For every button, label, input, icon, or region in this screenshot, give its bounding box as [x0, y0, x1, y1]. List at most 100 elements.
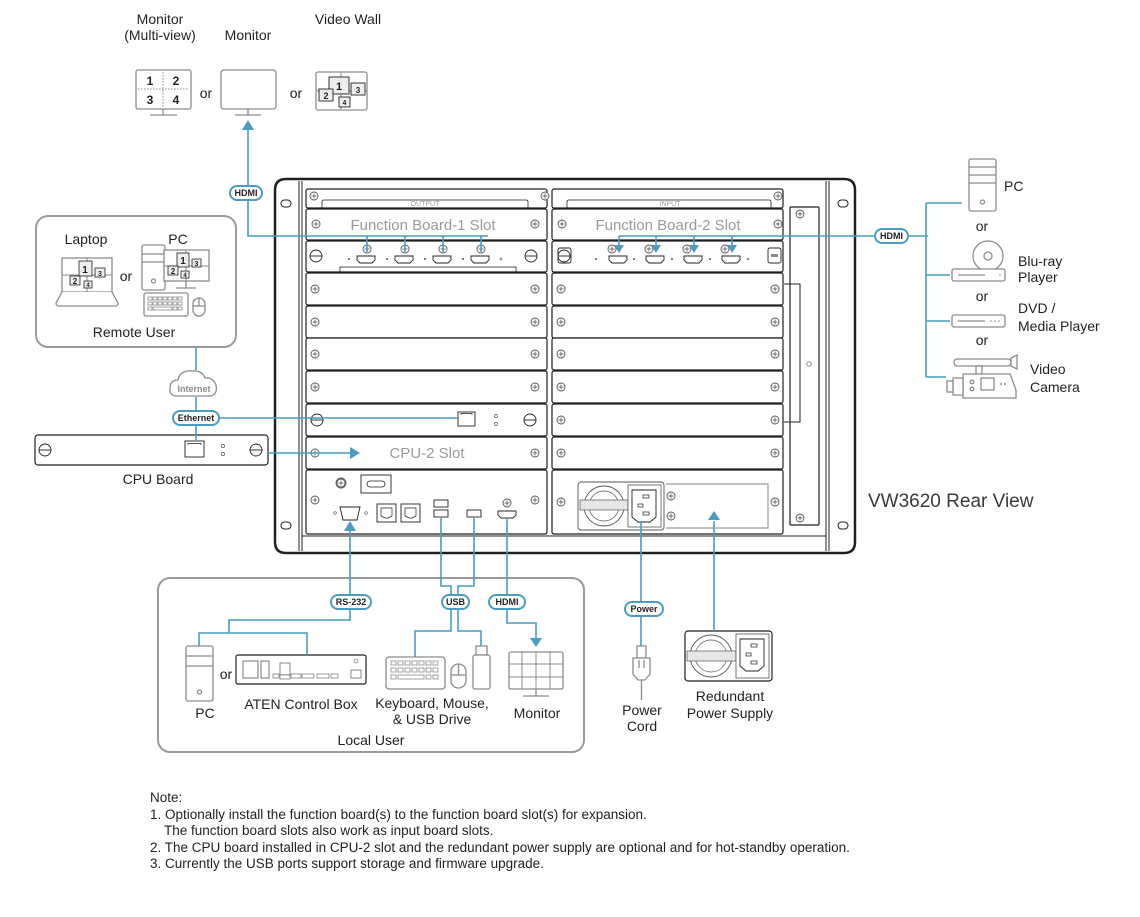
tag-rs232: RS-232	[330, 594, 372, 610]
note-item-1-cont: The function board slots also work as in…	[164, 823, 494, 838]
tag-ethernet: Ethernet	[172, 410, 220, 426]
ethernet-port	[457, 411, 476, 427]
internet-label: Internet	[177, 384, 210, 394]
output-board	[305, 240, 548, 273]
redundant-psu-icon	[684, 630, 773, 682]
output-label: OUTPUT	[411, 201, 441, 208]
hdmi-output-cable	[242, 120, 488, 252]
local-user-label: Local User	[338, 732, 405, 748]
svg-text:2: 2	[171, 267, 176, 276]
usb-drive-icon	[472, 645, 491, 690]
left-slot-column: CPU-2 Slot	[305, 272, 548, 535]
cpu-2-slot-label: CPU-2 Slot	[389, 445, 465, 462]
local-pc-label: PC	[195, 705, 214, 721]
io-panel	[305, 469, 548, 535]
svg-text:4: 4	[86, 283, 90, 289]
local-pc-icon	[185, 645, 214, 702]
svg-text:4: 4	[183, 273, 187, 279]
cell-label: 2	[173, 74, 180, 88]
remote-user-group: Laptop PC 1 2 3 4 or	[35, 215, 237, 348]
tag-label: HDMI	[880, 231, 903, 241]
video-wall-label: Video Wall	[315, 11, 381, 27]
function-board-1-slot: Function Board-1 Slot	[305, 208, 548, 241]
local-monitor-icon	[508, 651, 564, 697]
peripherals-label-1: Keyboard, Mouse,	[375, 695, 489, 711]
power-cord-label-1: Power	[622, 702, 662, 718]
note-item-2: 2. The CPU board installed in CPU-2 slot…	[150, 839, 850, 855]
monitor-multiview-icon: 1 2 3 4	[135, 69, 192, 116]
video-wall-icon: 1 2 3 4	[315, 71, 368, 111]
camera-label-2: Camera	[1030, 379, 1080, 395]
cell-label: 3	[356, 86, 361, 95]
or-label: or	[200, 85, 213, 101]
monitor-icon	[220, 69, 277, 116]
cpu-board: CPU Board	[34, 434, 269, 487]
peripherals-label-2: & USB Drive	[393, 711, 472, 727]
bluray-label-1: Blu-ray	[1018, 253, 1062, 269]
remote-pc-label: PC	[168, 231, 187, 247]
tag-usb: USB	[441, 594, 470, 610]
or-label: or	[290, 85, 303, 101]
tag-power: Power	[624, 601, 664, 617]
lan-port	[376, 503, 397, 523]
redundant-psu-label-1: Redundant	[696, 688, 765, 704]
svg-text:1: 1	[180, 256, 186, 267]
source-pc-label: PC	[1004, 178, 1023, 194]
svg-text:3: 3	[195, 261, 199, 268]
svg-text:2: 2	[73, 277, 78, 286]
or-label: or	[220, 666, 233, 682]
internet-cloud-icon: Internet	[169, 370, 218, 397]
dvd-label-1: DVD /	[1018, 300, 1055, 316]
cpu-1-board	[305, 403, 548, 437]
tag-label: HDMI	[496, 597, 519, 607]
cpu-board-ethernet-port	[184, 440, 205, 458]
rs232-port	[333, 506, 368, 521]
cpu-2-slot: CPU-2 Slot	[305, 436, 548, 470]
cell-label: 4	[343, 100, 347, 107]
or-label: or	[976, 332, 989, 348]
local-user-group: PC or ATEN Control Box	[157, 577, 585, 753]
notes-section: Note: 1. Optionally install the function…	[150, 790, 850, 873]
mouse-icon	[450, 663, 467, 689]
diagram-title: VW3620 Rear View	[868, 491, 1034, 512]
tag-label: HDMI	[235, 188, 258, 198]
laptop-icon: 1 2 3 4	[55, 257, 119, 307]
power-cables	[640, 511, 720, 646]
power-cord-label-2: Cord	[627, 718, 657, 734]
control-box-label: ATEN Control Box	[244, 696, 357, 712]
svg-text:1: 1	[82, 265, 88, 276]
input-board	[551, 240, 784, 273]
function-board-2-slot: Function Board-2 Slot	[551, 208, 784, 241]
input-sources: PC or Blu-ray Player or DVD / Media Play…	[946, 158, 1100, 399]
right-slot-column	[551, 272, 784, 535]
tag-hdmi-output: HDMI	[229, 185, 263, 201]
tag-label: USB	[446, 597, 466, 607]
tag-label: Power	[630, 604, 658, 614]
vw3620-chassis: OUTPUT INPUT Function Board-1 Slot	[273, 177, 857, 555]
cpu-board-insert-arrow	[268, 447, 360, 459]
source-pc-icon	[968, 158, 997, 212]
or-label: or	[976, 288, 989, 304]
notes-heading: Note:	[150, 790, 183, 805]
keyboard-icon	[385, 656, 446, 690]
cpu-board-label: CPU Board	[123, 471, 194, 487]
cell-label: 1	[336, 81, 342, 93]
function-board-1-label: Function Board-1 Slot	[350, 217, 496, 234]
aten-control-box-icon	[235, 654, 367, 685]
usb-ports	[433, 499, 482, 518]
camera-label-1: Video	[1030, 361, 1066, 377]
bluray-player-icon	[951, 240, 1006, 282]
video-camera-icon	[946, 353, 1018, 399]
power-supply	[551, 469, 784, 535]
hdmi-local-cable	[506, 518, 542, 647]
monitor-multiview-label-2: (Multi-view)	[124, 27, 196, 43]
note-item-3: 3. Currently the USB ports support stora…	[150, 856, 544, 871]
remote-pc-icon: 1 2 3 4	[141, 244, 210, 317]
or-label: or	[976, 218, 989, 234]
tag-hdmi-local: HDMI	[488, 594, 526, 610]
dvd-player-icon	[951, 314, 1006, 328]
output-devices: Monitor (Multi-view) 1 2 3 4 or Monitor …	[124, 11, 381, 116]
redundant-psu-label-2: Power Supply	[687, 705, 773, 721]
monitor-label: Monitor	[225, 27, 272, 43]
